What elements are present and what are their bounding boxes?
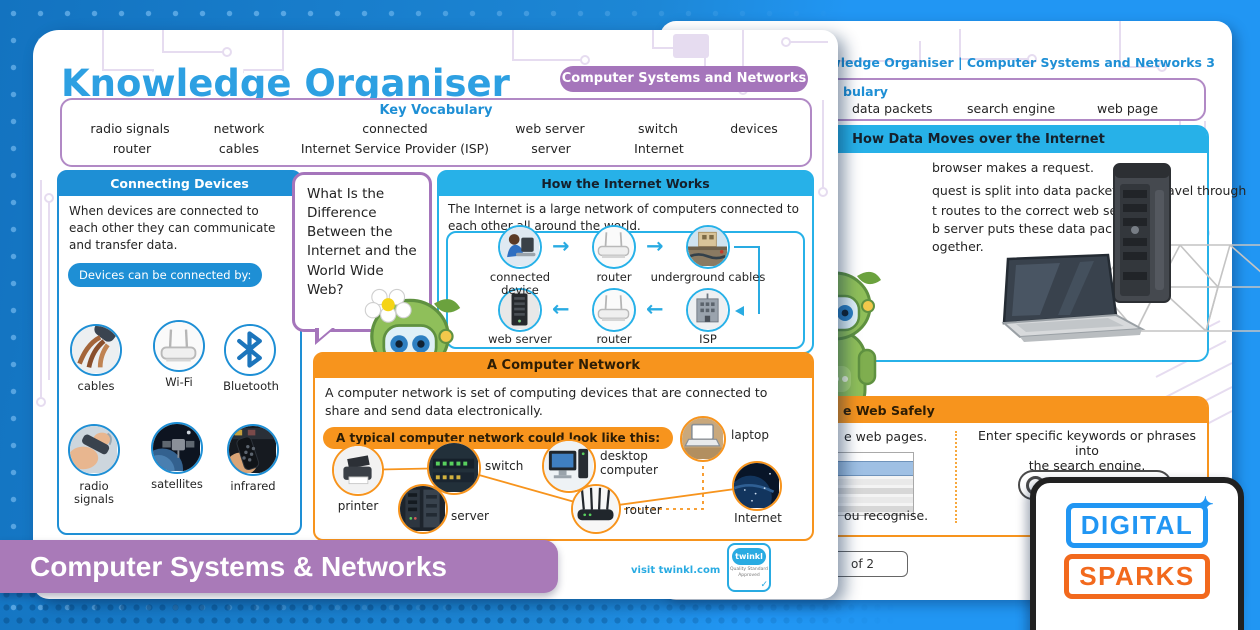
printer-icon (332, 444, 384, 496)
vocab-word: network (213, 121, 265, 136)
server-tower-icon (498, 288, 542, 332)
wireless-router-icon (571, 484, 621, 534)
node-label: laptop (731, 428, 769, 442)
data-line: browser makes a request. (932, 160, 1094, 175)
computer-network-panel: A Computer Network A computer network is… (313, 352, 814, 541)
arrow-right-icon: → (552, 234, 570, 258)
node-label: web server (488, 332, 552, 346)
vocab-box: Key Vocabulary radio signals network con… (60, 98, 812, 167)
internet-globe-icon (732, 461, 782, 511)
node-label: router (596, 332, 632, 346)
check-icon: ✓ (760, 580, 768, 590)
internet-works-panel: How the Internet Works The Internet is a… (437, 170, 814, 354)
radio-signals-icon (68, 424, 120, 476)
data-line: t routes to the correct web server. (932, 203, 1146, 218)
device-label: Wi-Fi (165, 375, 193, 389)
column-divider (955, 431, 957, 523)
data-line: ogether. (932, 239, 984, 254)
node-label: switch (485, 459, 524, 473)
page2-header: Knowledge Organiser | Computer Systems a… (801, 55, 1215, 70)
twinkl-logo: twinkl (732, 548, 766, 565)
vocab-title-fragment: bulary (843, 84, 888, 99)
underground-cables-icon (686, 225, 730, 269)
infrared-remote-icon (227, 424, 279, 476)
arrow-left-icon: ← (646, 297, 664, 321)
arrow-left-icon: ← (552, 297, 570, 321)
wifi-router-icon (153, 320, 205, 372)
category-banner: Computer Systems & Networks (0, 540, 558, 593)
visit-twinkl-link: visit twinkl.com (631, 565, 721, 576)
vocab-word: Internet Service Provider (ISP) (300, 141, 490, 156)
vocab-word: router (112, 141, 152, 156)
router-icon (592, 288, 636, 332)
device-label: cables (77, 379, 115, 393)
desktop-computer-icon (542, 439, 596, 493)
page-indicator: of 2 (828, 551, 908, 577)
node-label: desktop computer (600, 449, 658, 477)
digital-sparks-logo: DIGITAL ✦ (1065, 494, 1214, 548)
satellite-icon (151, 422, 203, 474)
node-label: router (625, 503, 662, 517)
computer-network-title: A Computer Network (315, 354, 812, 378)
device-label: infrared (230, 479, 276, 493)
connecting-devices-panel: Connecting Devices When devices are conn… (57, 170, 302, 535)
sparkle-icon: ✦ (1197, 494, 1216, 516)
unit-badge: Computer Systems and Networks 3 (560, 66, 808, 112)
vocab-title: Key Vocabulary (379, 103, 493, 118)
connecting-devices-title: Connecting Devices (59, 172, 300, 196)
connector-arrowhead (735, 306, 744, 316)
node-label: printer (337, 499, 379, 513)
node-label: server (451, 509, 489, 523)
vocab-word: server (531, 141, 571, 156)
flower-icon (364, 288, 412, 323)
node-label: router (596, 270, 632, 284)
vocab-word: switch (638, 121, 678, 136)
vocab-word: devices (730, 121, 778, 136)
data-line: quest is split into data packets that tr… (932, 183, 1247, 198)
internet-works-title: How the Internet Works (439, 172, 812, 196)
node-label: connected device (489, 270, 551, 298)
laptop-illustration (1001, 253, 1146, 342)
page-1: Knowledge Organiser Knowledge Organiser … (33, 30, 838, 599)
vocab-word: Internet (634, 141, 684, 156)
node-label: underground cables (650, 270, 766, 284)
vocab-word: data packets (852, 101, 933, 116)
server-tower-illustration (1113, 163, 1171, 303)
safely-left-text2: ou recognise. (844, 508, 929, 523)
device-label: Bluetooth (223, 379, 279, 393)
cables-icon (70, 324, 122, 376)
router-icon (592, 225, 636, 269)
vocab-word: cables (218, 141, 260, 156)
vocab-word: web server (515, 121, 585, 136)
safely-right-text: Enter specific keywords or phrases into … (978, 428, 1196, 473)
isp-building-icon (686, 288, 730, 332)
twinkl-quality-badge: twinkl Quality Standard Approved ✓ (727, 543, 771, 592)
vocab-word: search engine (967, 101, 1056, 116)
connected-by-pill: Devices can be connected by: (68, 263, 263, 288)
node-label: Internet (734, 511, 782, 525)
arrow-right-icon: → (646, 234, 664, 258)
laptop-icon (680, 416, 726, 462)
node-label: ISP (699, 332, 717, 346)
switch-icon (427, 441, 481, 495)
bluetooth-icon (224, 324, 276, 376)
vocab-word: connected (362, 121, 428, 136)
person-at-computer-icon (498, 225, 542, 269)
vocab-word: radio signals (90, 121, 170, 136)
connecting-devices-body: When devices are connected to each other… (69, 204, 276, 253)
vocab-word: web page (1097, 101, 1159, 116)
server-rack-icon (398, 484, 448, 534)
device-label: satellites (151, 477, 203, 491)
data-line: b server puts these data packets (932, 221, 1138, 236)
internet-works-body: The Internet is a large network of compu… (448, 202, 799, 234)
connector-line (734, 246, 760, 314)
device-label: radio signals (73, 479, 114, 507)
safely-left-text: e web pages. (844, 429, 928, 444)
digital-sparks-card: DIGITAL ✦ SPARKS (1030, 477, 1244, 630)
computer-network-body: A computer network is set of computing d… (325, 385, 768, 418)
